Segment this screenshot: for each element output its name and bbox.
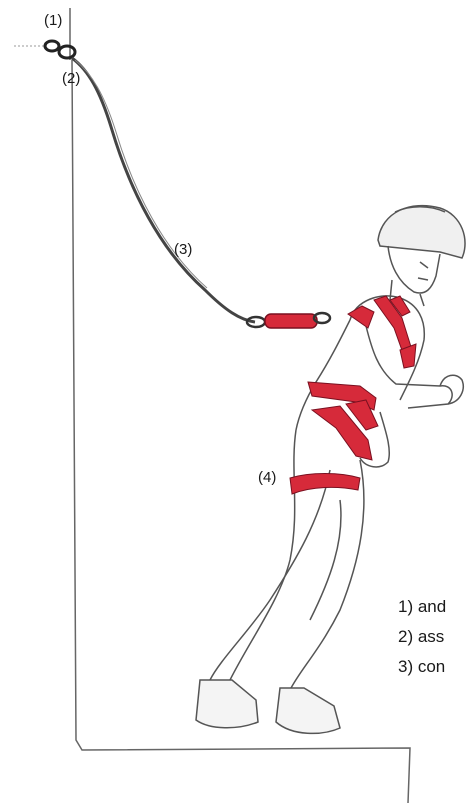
label-harness: (4)	[258, 469, 276, 486]
label-connector: (2)	[62, 70, 80, 87]
legend-item-1: 1) and	[398, 597, 446, 617]
legend-item-3: 3) con	[398, 657, 445, 677]
label-anchor: (1)	[44, 12, 62, 29]
worker-figure	[196, 206, 465, 734]
anchor-point	[14, 41, 75, 58]
energy-absorber	[247, 313, 330, 328]
label-lanyard: (3)	[174, 241, 192, 258]
lanyard-rope	[72, 58, 255, 322]
legend-item-2: 2) ass	[398, 627, 444, 647]
